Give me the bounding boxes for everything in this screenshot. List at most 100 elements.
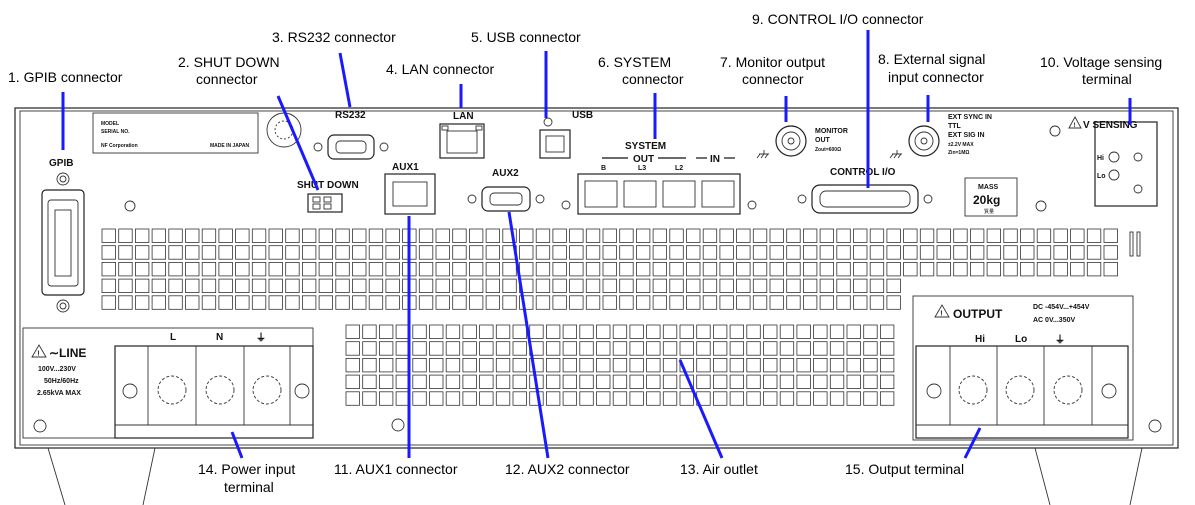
vent-slot: [880, 341, 895, 356]
vent-slot: [362, 324, 377, 339]
vent-slot: [445, 324, 461, 339]
vent-slot: [118, 261, 133, 277]
vent-slot: [368, 295, 384, 310]
vent-slot: [746, 357, 761, 373]
vent-slot: [919, 261, 935, 277]
vent-slot: [512, 357, 527, 373]
vent-slot: [1003, 261, 1018, 277]
vent-slot: [562, 374, 577, 390]
vent-slot: [1103, 261, 1118, 277]
vent-slot: [846, 391, 861, 406]
vent-slot: [412, 324, 427, 339]
vent-slot: [1036, 261, 1052, 277]
vent-slot: [435, 261, 450, 277]
usb-panel-label: USB: [572, 110, 593, 121]
vent-slot: [468, 228, 484, 243]
vent-slot: [134, 245, 150, 260]
vsense-frame: [1094, 121, 1158, 207]
vent-slot: [462, 341, 477, 356]
vent-slot: [495, 341, 511, 356]
vent-slot: [886, 245, 901, 260]
vent-slot: [268, 261, 283, 277]
ext-label-4: ±2.2V MAX: [948, 142, 974, 148]
callout-line-rs232: [338, 52, 352, 108]
vent-slot: [101, 295, 116, 310]
callout-system-2: connector: [622, 71, 684, 87]
vent-slot: [796, 324, 811, 339]
vent-slot: [796, 374, 811, 390]
vent-slot: [318, 245, 334, 260]
vent-slot: [185, 245, 200, 260]
vent-slot: [301, 245, 317, 260]
vent-slot: [646, 357, 661, 373]
vent-slot: [134, 261, 150, 277]
output-terminal-gnd: ⏚: [1055, 334, 1065, 346]
vent-slot: [445, 357, 461, 373]
callout-line-shutdown: [276, 95, 320, 191]
vent-slot: [786, 228, 801, 243]
vent-slot: [552, 228, 567, 243]
vent-slot: [1020, 228, 1035, 243]
vent-slot: [886, 261, 901, 277]
vent-slot: [629, 391, 644, 406]
vent-slot: [619, 261, 634, 277]
vent-slot: [134, 295, 150, 310]
line-screw-right: [294, 383, 310, 399]
vent-slot: [562, 391, 577, 406]
vent-slot: [602, 295, 617, 310]
vent-slot: [752, 295, 768, 310]
vent-slot: [829, 391, 845, 406]
vent-slot: [385, 228, 400, 243]
vent-slot: [301, 228, 317, 243]
vent-slot: [936, 228, 951, 243]
vent-slot: [535, 295, 551, 310]
vent-slot: [495, 391, 511, 406]
rear-panel-inner-outline: [19, 110, 1174, 446]
vent-slot: [285, 278, 300, 294]
vent-slot: [579, 324, 594, 339]
ext-ground-icon: [889, 150, 902, 159]
aux2-panel-label: AUX2: [492, 168, 519, 179]
vent-slot: [719, 295, 734, 310]
vent-slot: [345, 341, 360, 356]
vent-slot: [546, 324, 561, 339]
gpib-pins: [54, 209, 72, 277]
vsense-warning-icon: [1068, 116, 1082, 129]
vent-slot: [519, 245, 534, 260]
system-screw-right: [747, 200, 757, 210]
callout-line-output: [963, 427, 982, 459]
vent-slot: [345, 391, 360, 406]
vent-slot: [729, 391, 744, 406]
vent-slot: [596, 374, 611, 390]
vent-slot: [803, 245, 818, 260]
callout-vsense-1: 10. Voltage sensing: [1040, 54, 1162, 70]
vent-slot: [596, 391, 611, 406]
vsense-lo: Lo: [1097, 173, 1106, 180]
vent-slot: [853, 295, 868, 310]
foot-line-left-a: [47, 447, 66, 505]
vent-slot: [412, 374, 427, 390]
mount-screw-icon: [1148, 419, 1162, 433]
line-hole-2: [205, 375, 235, 405]
system-port-1: [584, 180, 618, 208]
vent-slot: [318, 228, 334, 243]
vent-slot: [335, 278, 350, 294]
mass-value: 20kg: [973, 193, 1000, 207]
vent-slot: [378, 391, 394, 406]
vent-slot: [418, 245, 434, 260]
vent-slot: [836, 261, 851, 277]
model-label-box: MODEL SERIAL NO. NF Corporation MADE IN …: [92, 112, 259, 154]
vent-slot: [301, 295, 317, 310]
vent-slot: [418, 261, 434, 277]
vent-slot: [769, 295, 784, 310]
vent-slot: [151, 278, 167, 294]
callout-system-1: 6. SYSTEM: [598, 54, 671, 70]
vent-slot: [535, 245, 551, 260]
vent-slot: [819, 261, 834, 277]
vent-slot: [479, 341, 494, 356]
vent-slot: [418, 295, 434, 310]
vent-slot: [1129, 231, 1134, 257]
vent-slot: [853, 278, 868, 294]
vent-slot: [569, 228, 584, 243]
vent-slot: [602, 245, 617, 260]
